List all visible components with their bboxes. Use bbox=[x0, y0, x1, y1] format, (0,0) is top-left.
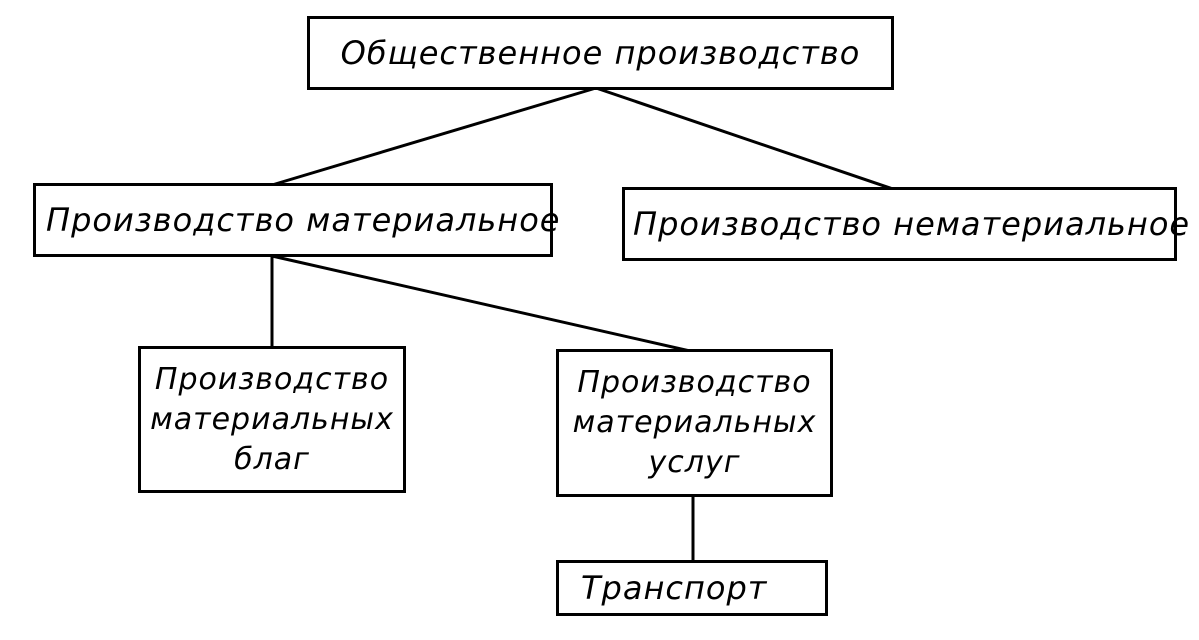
node-material-production: Производство материальное bbox=[33, 183, 559, 257]
node-label: Производство нематериальное bbox=[633, 205, 1191, 243]
node-material-goods-production: Производство материальных благ bbox=[138, 346, 406, 493]
node-transport: Транспорт bbox=[556, 560, 828, 616]
node-social-production: Общественное производство bbox=[307, 16, 894, 90]
connector-root-material bbox=[271, 86, 597, 187]
node-label: Производство материальных благ bbox=[150, 361, 394, 477]
connector-root-nonmaterial bbox=[595, 86, 894, 191]
connector-material-services bbox=[271, 254, 691, 353]
node-nonmaterial-production: Производство нематериальное bbox=[622, 187, 1189, 261]
node-label: Общественное производство bbox=[340, 34, 861, 72]
node-label: Производство материальных услуг bbox=[572, 365, 817, 480]
node-material-services-production: Производство материальных услуг bbox=[556, 349, 833, 497]
node-label: Транспорт bbox=[581, 569, 768, 607]
node-label: Производство материальное bbox=[46, 201, 561, 239]
